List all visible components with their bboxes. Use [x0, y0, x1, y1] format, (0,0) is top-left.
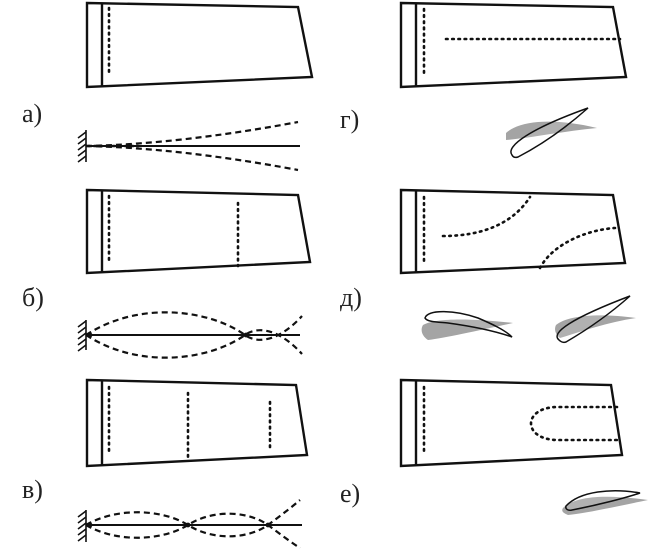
beam-mode-v	[77, 499, 302, 549]
blade-outline	[85, 188, 312, 275]
airfoil-rest-shadow	[555, 315, 636, 338]
panel-label-a: а)	[22, 99, 42, 128]
clamp-hatch	[77, 510, 87, 542]
blade-panel-g	[399, 1, 628, 89]
clamp-hatch	[77, 131, 87, 163]
nodal-loop	[529, 405, 622, 442]
airfoil-rest-shadow	[506, 121, 597, 140]
nodal-curve-lower	[538, 226, 617, 270]
airfoil-view-g	[506, 107, 597, 159]
beam-mode-lower	[85, 144, 299, 172]
blade-outline	[85, 378, 309, 468]
airfoil-view-d-right	[555, 295, 636, 344]
blade-panel-e	[399, 378, 624, 468]
blade-panel-b	[85, 188, 312, 275]
beam-mode-a	[77, 120, 300, 172]
nodal-curve-upper	[441, 195, 532, 238]
beam-mode-upper	[85, 311, 303, 341]
beam-mode-lower	[85, 512, 301, 549]
airfoil-rest-shadow	[421, 319, 513, 340]
beam-mode-lower	[85, 329, 303, 359]
beam-mode-upper	[85, 499, 301, 538]
blade-outline	[399, 188, 627, 275]
panel-label-d: д)	[340, 283, 362, 312]
airfoil-twisted-outline	[424, 310, 513, 338]
panel-label-b: б)	[22, 283, 44, 312]
beam-node	[185, 522, 191, 528]
airfoil-view-e	[562, 490, 648, 515]
beam-mode-b	[77, 311, 303, 359]
panel-label-g: г)	[340, 105, 359, 134]
beam-node	[243, 332, 249, 338]
blade-panel-a	[85, 1, 314, 89]
airfoil-twisted-outline	[565, 490, 641, 511]
root-dot	[87, 332, 93, 338]
root-dot	[87, 522, 93, 528]
panel-label-v: в)	[22, 475, 43, 504]
blade-panel-v	[85, 378, 309, 468]
beam-mode-upper	[85, 120, 299, 148]
blade-outline	[399, 1, 628, 89]
airfoil-twisted-outline	[556, 295, 631, 344]
blade-panel-d	[399, 188, 627, 275]
airfoil-rest-shadow	[562, 496, 648, 515]
panel-label-e: е)	[340, 479, 360, 508]
airfoil-twisted-outline	[510, 107, 589, 159]
beam-node	[265, 522, 271, 528]
blade-outline	[399, 378, 624, 468]
blade-outline	[85, 1, 314, 89]
clamp-hatch	[77, 320, 87, 352]
airfoil-view-d-left	[421, 310, 513, 340]
